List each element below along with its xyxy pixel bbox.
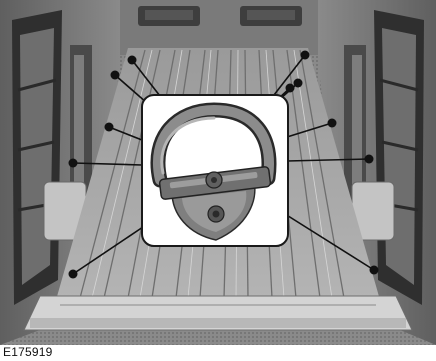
- callout-dot: [111, 71, 120, 80]
- bulkhead: [118, 0, 318, 55]
- callout-dot: [365, 155, 374, 164]
- callout-dot: [69, 159, 78, 168]
- callout-dot: [370, 266, 379, 275]
- callout-dot: [286, 84, 295, 93]
- tie-down-anchor-inset: [142, 95, 288, 246]
- callout-dot: [128, 56, 137, 65]
- callout-dot: [105, 123, 114, 132]
- callout-dot: [294, 79, 303, 88]
- callout-dot: [69, 270, 78, 279]
- figure-code: E175919: [3, 345, 52, 359]
- rear-sill: [24, 296, 412, 330]
- callout-dot: [328, 119, 337, 128]
- callout-dot: [301, 51, 310, 60]
